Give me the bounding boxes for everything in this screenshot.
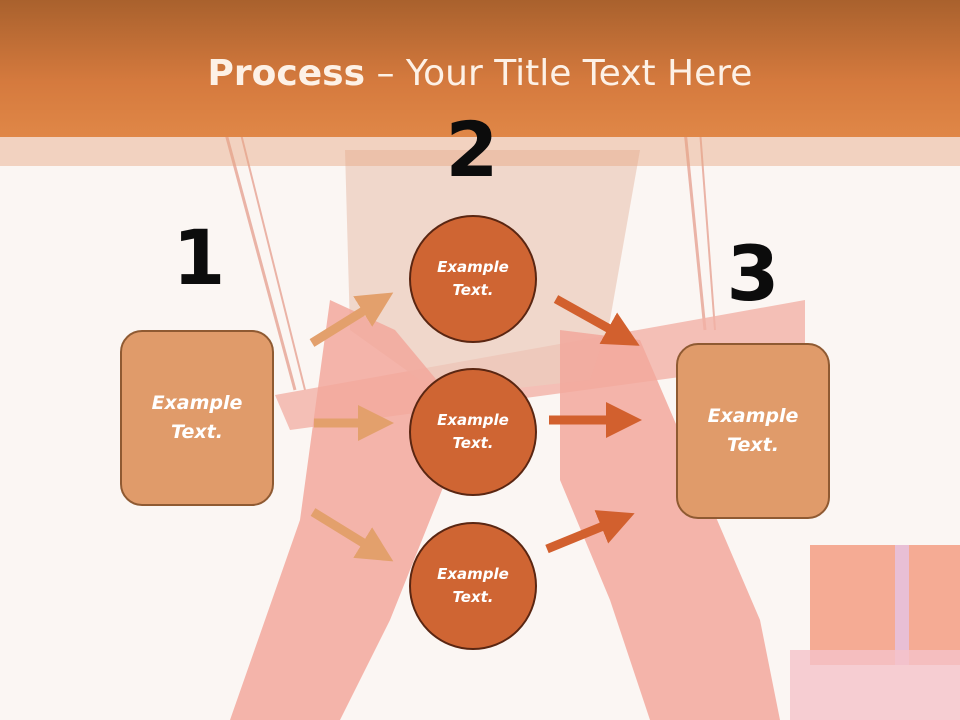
slide-title: Process – Your Title Text Here bbox=[0, 50, 960, 98]
arrow-bottom-to-right bbox=[545, 510, 635, 554]
circle-bottom-text: Example Text. bbox=[437, 565, 509, 606]
title-rest: – Your Title Text Here bbox=[365, 53, 753, 94]
arrow-left-to-bottom bbox=[310, 508, 394, 562]
step-1-box: Example Text. bbox=[120, 330, 274, 506]
step-number-3: 3 bbox=[726, 229, 780, 318]
step-number-2: 2 bbox=[445, 105, 499, 194]
title-bold: Process bbox=[207, 53, 366, 94]
title-bar bbox=[0, 0, 960, 137]
circle-middle-text: Example Text. bbox=[437, 411, 509, 452]
title-strip bbox=[0, 137, 960, 166]
step-3-text: Example Text. bbox=[707, 405, 799, 456]
arrow-top-to-right bbox=[553, 295, 640, 346]
circle-middle: Example Text. bbox=[409, 368, 537, 496]
step-number-1: 1 bbox=[172, 213, 226, 302]
circle-bottom: Example Text. bbox=[409, 522, 537, 650]
arrow-left-to-top bbox=[309, 292, 394, 347]
step-1-text: Example Text. bbox=[151, 392, 243, 443]
circle-top-text: Example Text. bbox=[437, 258, 509, 299]
circle-top: Example Text. bbox=[409, 215, 537, 343]
step-3-box: Example Text. bbox=[676, 343, 830, 519]
